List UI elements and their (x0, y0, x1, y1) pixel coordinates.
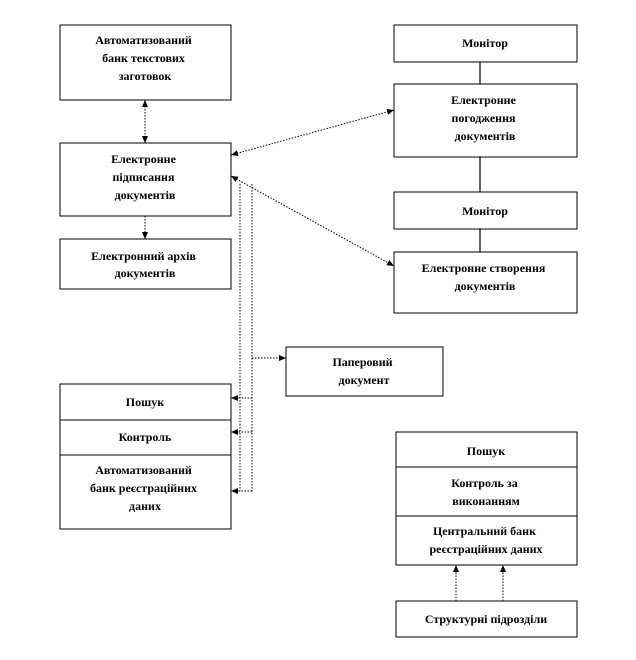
node-e-approval-label: Електронне погодження документів (451, 93, 519, 143)
node-e-creation-label: Електронне створення документів (422, 261, 549, 293)
node-monitor-mid-label: Монітор (462, 204, 508, 218)
node-e-archive: Електронний архів документів (59, 238, 232, 290)
node-left-stack: Пошук Контроль Автоматизований банк реєс… (59, 383, 232, 530)
left-bank-label: Автоматизований банк реєстраційних даних (90, 463, 200, 513)
node-e-signing: Електронне підписання документів (59, 142, 232, 217)
node-templates-bank: Автоматизований банк текстових заготовок (59, 24, 232, 101)
central-bank-label: Центральний банк реєстраційних даних (429, 524, 542, 556)
struct-units-label: Структурні підрозділи (425, 612, 547, 626)
node-right-stack: Пошук Контроль за виконанням Центральний… (395, 431, 578, 566)
node-paper-doc: Паперовий документ (285, 346, 444, 397)
node-monitor-top-label: Монітор (462, 36, 508, 50)
node-monitor-mid: Монітор (393, 191, 578, 230)
node-e-approval: Електронне погодження документів (393, 83, 578, 158)
node-monitor-top: Монітор (393, 24, 578, 63)
node-e-archive-label: Електронний архів документів (91, 249, 199, 280)
left-search-label: Пошук (126, 395, 164, 409)
right-search-label: Пошук (467, 444, 505, 458)
edge-signing-approval (230, 108, 395, 157)
left-control-label: Контроль (119, 430, 172, 444)
right-control-label: Контроль за виконанням (451, 476, 520, 508)
node-paper-doc-label: Паперовий документ (332, 355, 395, 387)
node-e-creation: Електронне створення документів (393, 251, 578, 314)
edge-signing-creation (230, 175, 395, 267)
node-e-signing-label: Електронне підписання документів (111, 152, 179, 202)
node-struct-units: Структурні підрозділи (395, 600, 578, 638)
node-templates-bank-label: Автоматизований банк текстових заготовок (95, 33, 195, 83)
